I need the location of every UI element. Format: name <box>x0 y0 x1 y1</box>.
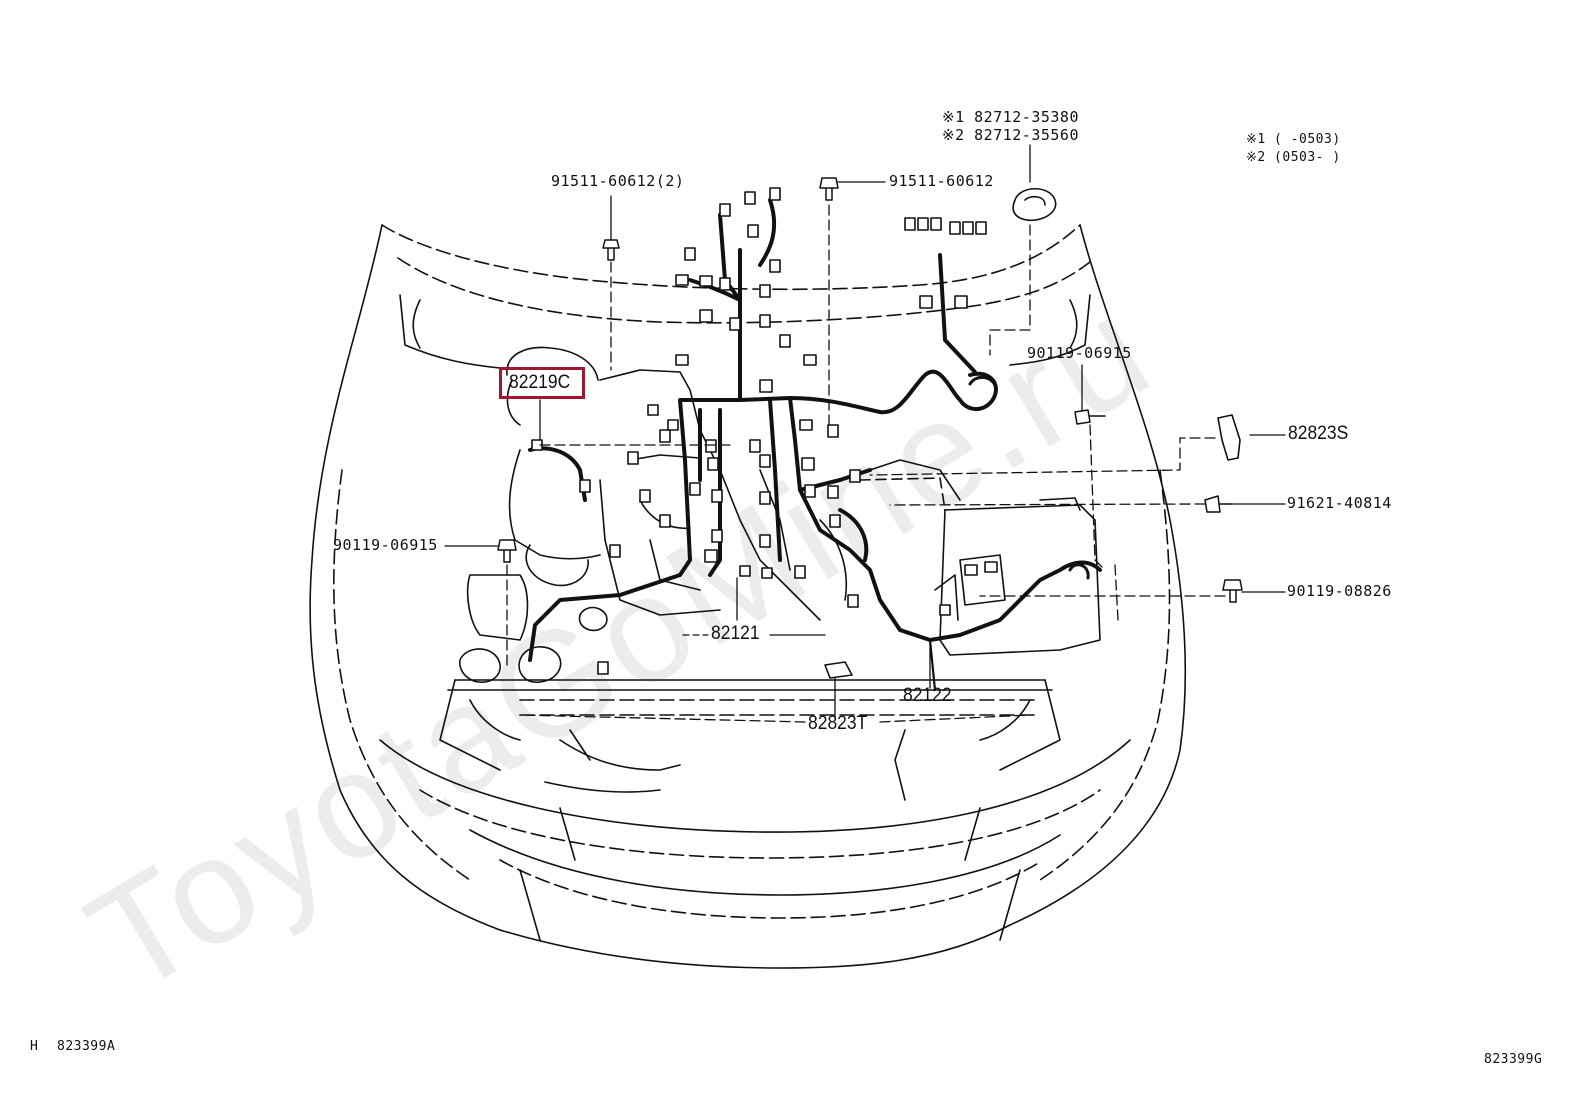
grommet-and-clamps <box>824 187 1241 679</box>
footer-right-code: 823399G <box>1484 1052 1543 1067</box>
note-range-2: ※2 (0503- ) <box>1246 150 1341 165</box>
part-label-91621-40814[interactable]: 91621-40814 <box>1287 494 1392 512</box>
engine-components <box>459 369 1101 801</box>
bolts <box>497 177 1243 603</box>
part-label-82712-35560[interactable]: ※2 82712-35560 <box>942 126 1079 144</box>
vehicle-outline <box>309 224 1186 969</box>
part-label-90119-06915-right[interactable]: 90119-06915 <box>1027 344 1132 362</box>
part-label-82219c[interactable]: 82219C <box>509 372 571 393</box>
part-label-82712-35380[interactable]: ※1 82712-35380 <box>942 108 1079 126</box>
part-label-82823t[interactable]: 82823T <box>808 713 868 734</box>
highlight-box <box>499 367 585 399</box>
part-label-90119-08826[interactable]: 90119-08826 <box>1287 582 1392 600</box>
footer-prefix: H <box>30 1039 39 1054</box>
part-label-91511-60612[interactable]: 91511-60612 <box>889 172 994 190</box>
connectors <box>531 187 998 675</box>
part-label-82122[interactable]: 82122 <box>903 685 952 706</box>
part-label-90119-06915-left[interactable]: 90119-06915 <box>333 536 438 554</box>
part-label-91511-60612-2[interactable]: 91511-60612(2) <box>551 172 685 190</box>
note-range-1: ※1 ( -0503) <box>1246 132 1341 147</box>
part-label-82121[interactable]: 82121 <box>711 623 760 644</box>
leader-lines <box>444 144 1286 723</box>
part-label-82823s[interactable]: 82823S <box>1288 423 1349 444</box>
footer-left-code: 823399A <box>57 1039 116 1054</box>
